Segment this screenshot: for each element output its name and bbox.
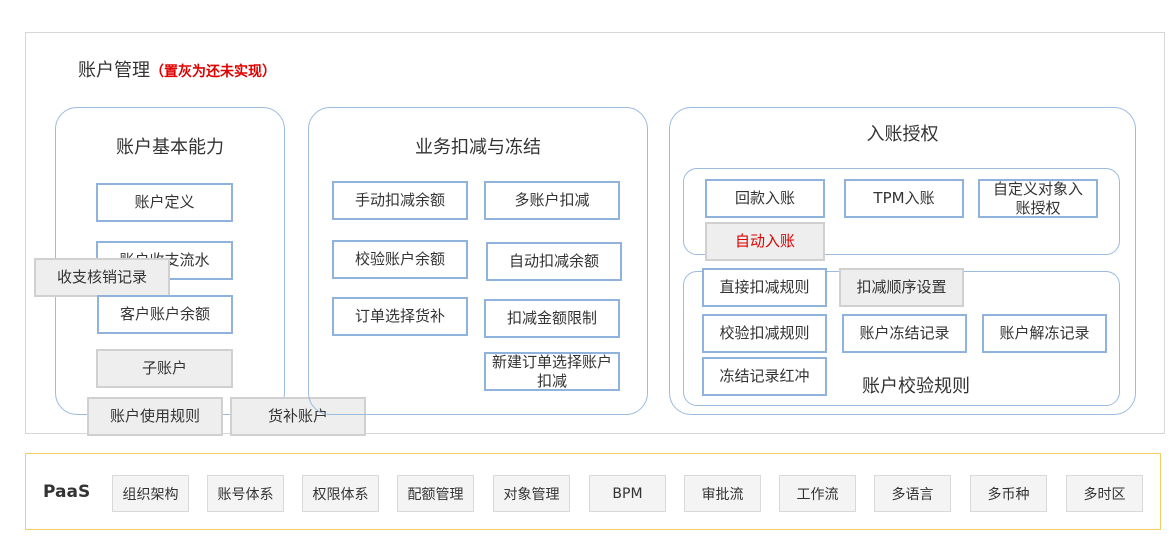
node-new-order-deduct[interactable]: 新建订单选择账户扣减 xyxy=(484,352,620,391)
node-check-deduct-rule[interactable]: 校验扣减规则 xyxy=(702,314,827,353)
group-deduct-title: 业务扣减与冻结 xyxy=(415,137,541,158)
node-direct-deduct-rule[interactable]: 直接扣减规则 xyxy=(702,268,827,307)
node-sub-account[interactable]: 子账户 xyxy=(96,349,233,388)
node-manual-deduct[interactable]: 手动扣减余额 xyxy=(332,181,468,220)
node-custom-object-auth[interactable]: 自定义对象入账授权 xyxy=(978,179,1098,218)
paas-bar xyxy=(25,453,1161,530)
group-auth xyxy=(669,107,1136,415)
node-account-definition[interactable]: 账户定义 xyxy=(96,183,233,222)
node-deduct-limit[interactable]: 扣减金额限制 xyxy=(484,299,620,338)
node-freeze-record[interactable]: 账户冻结记录 xyxy=(842,314,967,353)
paas-label: PaaS xyxy=(43,482,91,502)
node-unfreeze-record[interactable]: 账户解冻记录 xyxy=(982,314,1107,353)
paas-item-workflow[interactable]: 工作流 xyxy=(779,475,856,512)
paas-item-account-system[interactable]: 账号体系 xyxy=(207,475,284,512)
node-writeoff-record[interactable]: 收支核销记录 xyxy=(34,258,170,297)
node-deduct-order-setting[interactable]: 扣减顺序设置 xyxy=(839,268,964,307)
paas-item-multicurrency[interactable]: 多币种 xyxy=(970,475,1047,512)
paas-item-object[interactable]: 对象管理 xyxy=(493,475,570,512)
paas-item-org[interactable]: 组织架构 xyxy=(112,475,189,512)
header-note: （置灰为还未实现） xyxy=(150,64,276,80)
paas-item-approval[interactable]: 审批流 xyxy=(684,475,761,512)
subgroup-entry xyxy=(683,168,1120,255)
group-auth-title: 入账授权 xyxy=(866,124,939,145)
header-title: 账户管理（置灰为还未实现） xyxy=(78,56,276,82)
paas-item-multitimezone[interactable]: 多时区 xyxy=(1066,475,1143,512)
paas-item-multilang[interactable]: 多语言 xyxy=(874,475,951,512)
node-freeze-reversal[interactable]: 冻结记录红冲 xyxy=(702,357,827,396)
node-usage-rule[interactable]: 账户使用规则 xyxy=(87,397,223,436)
node-multi-deduct[interactable]: 多账户扣减 xyxy=(484,181,620,220)
group-deduct xyxy=(308,107,648,415)
account-management-frame xyxy=(25,32,1165,434)
paas-item-quota[interactable]: 配额管理 xyxy=(397,475,474,512)
node-goods-account[interactable]: 货补账户 xyxy=(230,397,366,436)
node-auto-deduct[interactable]: 自动扣减余额 xyxy=(486,242,622,281)
page-title: 账户管理 xyxy=(78,60,150,81)
node-customer-balance[interactable]: 客户账户余额 xyxy=(97,295,233,334)
subgroup-rules-title: 账户校验规则 xyxy=(862,376,970,397)
paas-item-bpm[interactable]: BPM xyxy=(589,475,666,512)
node-payment-entry[interactable]: 回款入账 xyxy=(705,179,825,218)
node-check-balance[interactable]: 校验账户余额 xyxy=(332,240,468,279)
node-order-goods[interactable]: 订单选择货补 xyxy=(332,297,468,336)
node-tpm-entry[interactable]: TPM入账 xyxy=(844,179,964,218)
node-auto-entry[interactable]: 自动入账 xyxy=(705,222,825,261)
group-basic-title: 账户基本能力 xyxy=(116,137,224,158)
paas-item-permission[interactable]: 权限体系 xyxy=(302,475,379,512)
